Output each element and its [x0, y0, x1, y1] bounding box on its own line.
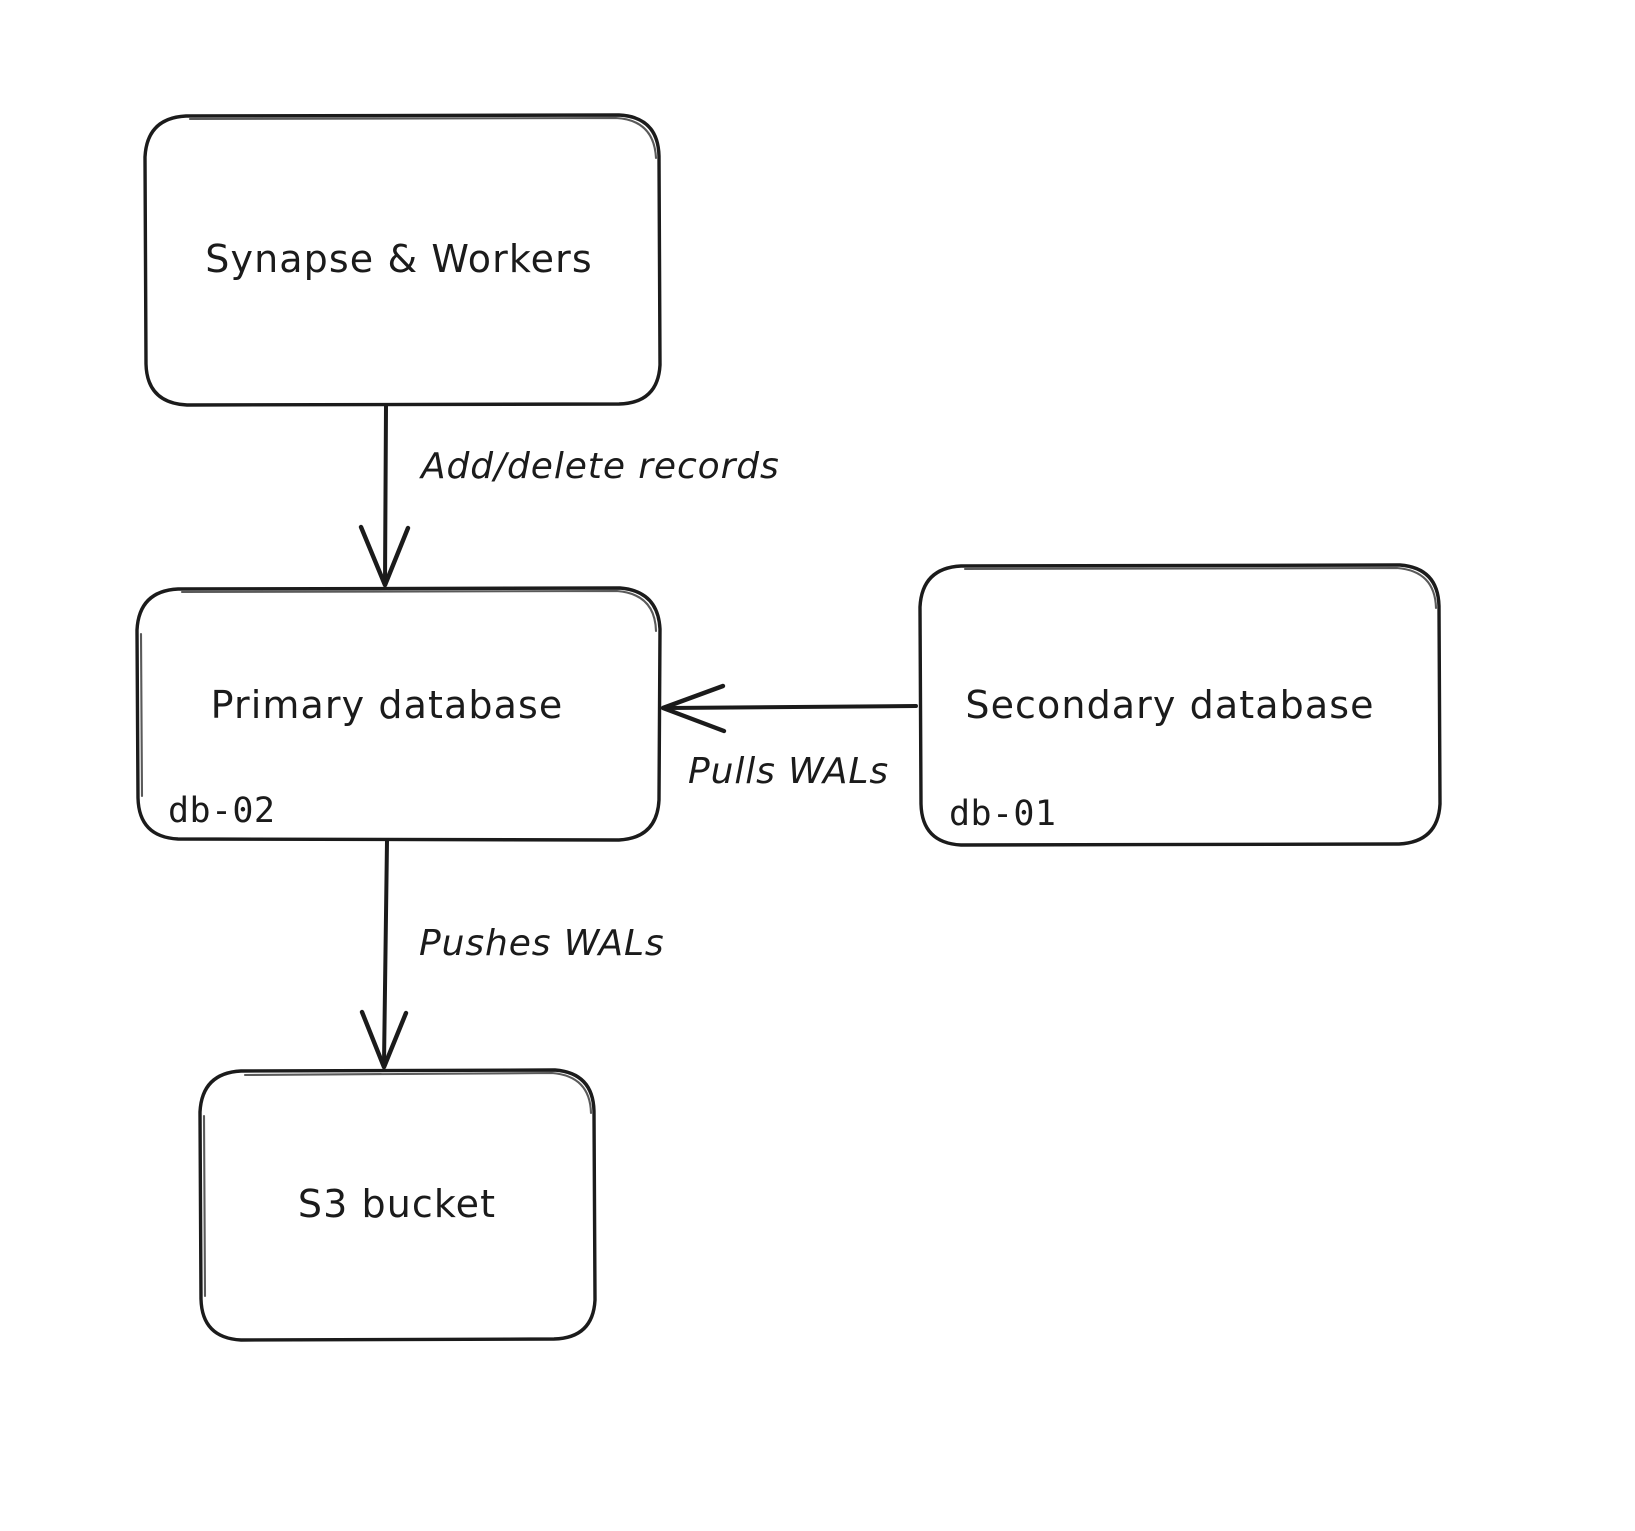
- node-primary-database-sketch: [139, 589, 658, 798]
- edge-synapse-to-primary-arrowhead: [358, 524, 411, 588]
- node-s3-bucket-title: S3 bucket: [298, 1182, 496, 1226]
- edge-synapse-to-primary-label: Add/delete records: [419, 446, 780, 487]
- edge-secondary-to-primary-label: Pulls WALs: [688, 751, 889, 792]
- edge-primary-to-s3-line: [382, 839, 389, 1065]
- edge-secondary-to-primary[interactable]: Pulls WALs: [660, 683, 918, 792]
- node-synapse-workers[interactable]: Synapse & Workers: [143, 113, 662, 407]
- node-synapse-workers-sketch: [188, 116, 658, 160]
- edge-secondary-to-primary-line: [666, 704, 918, 710]
- node-secondary-database-sketch: [963, 566, 1438, 610]
- node-primary-database-outline: [135, 586, 662, 842]
- node-s3-bucket[interactable]: S3 bucket: [198, 1068, 597, 1342]
- node-synapse-workers-outline: [143, 113, 662, 407]
- edge-secondary-to-primary-arrowhead: [660, 683, 727, 734]
- node-synapse-workers-title: Synapse & Workers: [205, 237, 592, 281]
- node-primary-database[interactable]: Primary database db-02: [135, 586, 662, 842]
- edge-synapse-to-primary-line: [383, 404, 388, 584]
- node-primary-database-title: Primary database: [211, 683, 564, 727]
- node-secondary-database-outline: [918, 563, 1442, 847]
- edge-primary-to-s3-label: Pushes WALs: [419, 923, 665, 964]
- edge-synapse-to-primary[interactable]: Add/delete records: [358, 404, 780, 588]
- edge-primary-to-s3-arrowhead: [359, 1009, 409, 1070]
- node-s3-bucket-outline: [198, 1068, 597, 1342]
- edge-primary-to-s3[interactable]: Pushes WALs: [359, 839, 665, 1070]
- node-s3-bucket-sketch: [202, 1071, 593, 1298]
- node-secondary-database-subtitle: db-01: [949, 794, 1056, 834]
- node-secondary-database-title: Secondary database: [965, 683, 1374, 727]
- node-primary-database-subtitle: db-02: [168, 791, 275, 831]
- node-secondary-database[interactable]: Secondary database db-01: [918, 563, 1442, 847]
